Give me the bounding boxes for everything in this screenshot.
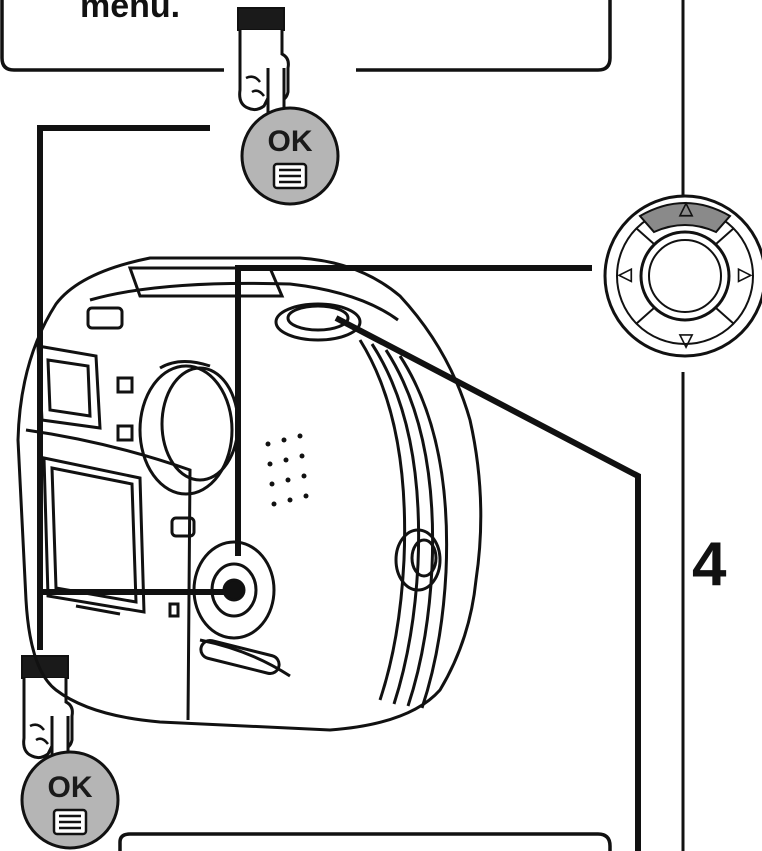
arrow-right-glyph: ▷: [738, 264, 752, 284]
arrow-pad-center[interactable]: [639, 230, 731, 322]
leader-line-shutter: [334, 315, 641, 851]
callout-box-bottom: [118, 832, 612, 851]
instruction-caption: menu.: [80, 0, 181, 25]
ok-button-top[interactable]: [240, 106, 340, 206]
digital-camera-illustration: [16, 256, 483, 732]
arrow-up-glyph: △: [679, 198, 693, 218]
arrow-pad-up-highlight[interactable]: [638, 202, 732, 234]
ok-button-bottom[interactable]: [20, 750, 120, 850]
arrow-left-glyph: ◁: [618, 264, 632, 284]
arrow-pad[interactable]: [603, 194, 762, 358]
leader-lines: [37, 125, 641, 851]
leader-line-ok-top: [37, 125, 238, 595]
ok-label-bottom: OK: [47, 771, 93, 804]
callout-box-top: [0, 0, 612, 72]
pressing-hand-icon-top: [237, 7, 290, 124]
ok-label-top: OK: [267, 125, 313, 158]
arrow-down-glyph: ▽: [679, 330, 693, 350]
step-number: 4: [692, 530, 727, 599]
